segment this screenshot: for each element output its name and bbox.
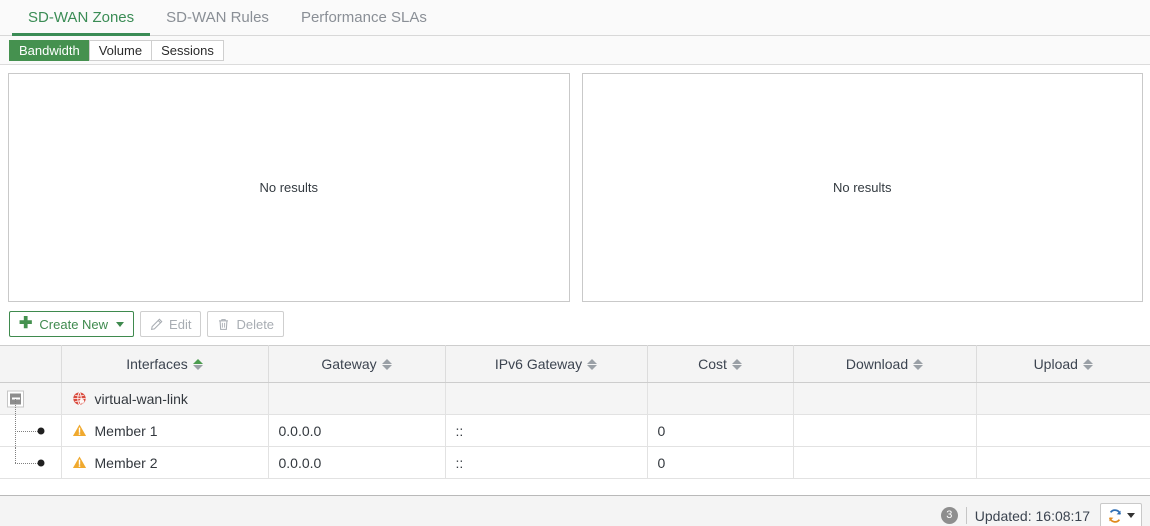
chevron-down-icon xyxy=(116,321,125,327)
tab-label: SD-WAN Zones xyxy=(28,9,135,26)
no-results-text: No results xyxy=(832,180,892,195)
tab-performance-slas[interactable]: Performance SLAs xyxy=(285,0,443,35)
column-header-download[interactable]: Download xyxy=(793,345,977,383)
cell-download xyxy=(793,446,977,479)
plus-icon: ✚ xyxy=(19,315,33,332)
sort-arrows-icon[interactable] xyxy=(192,358,203,370)
tree-node-dot-icon xyxy=(37,427,45,434)
globe-red-icon xyxy=(72,391,87,406)
subtab-bandwidth[interactable]: Bandwidth xyxy=(9,39,89,61)
sort-arrows-icon[interactable] xyxy=(731,358,742,370)
tree-line xyxy=(15,430,42,432)
table-row[interactable]: Member 1 0.0.0.0 :: 0 xyxy=(0,414,1150,447)
pencil-icon xyxy=(150,318,163,331)
column-label: Gateway xyxy=(321,356,377,372)
subtab-sessions[interactable]: Sessions xyxy=(151,39,224,61)
interface-name: Member 1 xyxy=(94,422,158,439)
interface-name: Member 2 xyxy=(94,454,158,471)
cell-upload xyxy=(976,414,1150,447)
cell-ipv6-gateway: :: xyxy=(445,414,648,447)
main-tab-bar: SD-WAN Zones SD-WAN Rules Performance SL… xyxy=(0,0,1150,36)
tree-expander-cell[interactable] xyxy=(0,382,62,415)
cell-download xyxy=(793,414,977,447)
interfaces-table: Interfaces Gateway IPv6 Gateway xyxy=(0,345,1150,479)
create-new-button[interactable]: ✚ Create New xyxy=(9,311,135,337)
updated-timestamp: Updated: 16:08:17 xyxy=(974,507,1090,524)
subtab-label: Volume xyxy=(98,42,143,58)
cell-cost: 0 xyxy=(647,414,794,447)
create-new-label: Create New xyxy=(39,316,109,332)
status-bar: 3 Updated: 16:08:17 xyxy=(0,496,1150,526)
tree-line xyxy=(15,415,16,446)
tab-sd-wan-zones[interactable]: SD-WAN Zones xyxy=(12,0,151,36)
column-header-ipv6-gateway[interactable]: IPv6 Gateway xyxy=(445,345,648,383)
tab-label: SD-WAN Rules xyxy=(166,9,269,26)
column-header-gateway[interactable]: Gateway xyxy=(268,345,446,383)
cell-cost xyxy=(647,382,794,415)
divider xyxy=(965,507,967,524)
cell-gateway: 0.0.0.0 xyxy=(268,446,446,479)
column-header-cost[interactable]: Cost xyxy=(647,345,794,383)
cell-download xyxy=(793,382,977,415)
no-results-text: No results xyxy=(259,180,319,195)
tab-sd-wan-rules[interactable]: SD-WAN Rules xyxy=(150,0,285,35)
cell-ipv6-gateway xyxy=(445,382,648,415)
cell-ipv6-gateway: :: xyxy=(445,446,648,479)
tree-line xyxy=(15,447,16,463)
chart-panels: No results No results xyxy=(0,65,1150,302)
sort-arrows-icon[interactable] xyxy=(587,358,598,370)
status-badge: 3 xyxy=(940,507,958,524)
cell-cost: 0 xyxy=(647,446,794,479)
bandwidth-chart-panel-left: No results xyxy=(8,73,570,302)
interfaces-table-container: Interfaces Gateway IPv6 Gateway xyxy=(0,345,1150,479)
edit-label: Edit xyxy=(169,316,192,332)
subtab-label: Bandwidth xyxy=(19,42,80,58)
tree-node-dot-icon xyxy=(37,459,45,466)
sort-arrows-icon[interactable] xyxy=(913,358,924,370)
interface-name: virtual-wan-link xyxy=(94,390,188,407)
delete-label: Delete xyxy=(236,316,275,332)
sub-tab-bar: Bandwidth Volume Sessions xyxy=(0,36,1150,65)
table-header-row: Interfaces Gateway IPv6 Gateway xyxy=(0,345,1150,383)
table-toolbar: ✚ Create New Edit Delete xyxy=(0,302,1150,345)
cell-interfaces: virtual-wan-link xyxy=(61,382,269,415)
warning-triangle-icon xyxy=(72,455,87,470)
cell-interfaces: Member 1 xyxy=(61,414,269,447)
table-row[interactable]: virtual-wan-link xyxy=(0,382,1150,415)
column-header-tree xyxy=(0,345,62,383)
column-label: Upload xyxy=(1033,356,1078,372)
column-header-upload[interactable]: Upload xyxy=(976,345,1150,383)
table-filler-area xyxy=(0,479,1150,496)
column-header-interfaces[interactable]: Interfaces xyxy=(61,345,269,383)
tree-line xyxy=(15,462,42,464)
trash-icon xyxy=(217,318,230,331)
refresh-button[interactable] xyxy=(1100,502,1142,526)
table-row[interactable]: Member 2 0.0.0.0 :: 0 xyxy=(0,446,1150,479)
refresh-icon xyxy=(1107,508,1123,524)
column-label: Download xyxy=(845,356,909,372)
warning-triangle-icon xyxy=(72,423,87,438)
subtab-label: Sessions xyxy=(161,42,214,58)
sort-arrows-icon[interactable] xyxy=(1082,358,1093,370)
column-label: Cost xyxy=(698,356,727,372)
edit-button[interactable]: Edit xyxy=(140,311,202,337)
cell-gateway: 0.0.0.0 xyxy=(268,414,446,447)
bandwidth-chart-panel-right: No results xyxy=(581,73,1143,302)
tree-node-cell xyxy=(0,414,62,447)
tree-line xyxy=(15,398,16,414)
delete-button[interactable]: Delete xyxy=(207,311,285,337)
tree-node-cell xyxy=(0,446,62,479)
tab-label: Performance SLAs xyxy=(300,9,427,26)
subtab-volume[interactable]: Volume xyxy=(88,39,152,61)
cell-upload xyxy=(976,382,1150,415)
sort-arrows-icon[interactable] xyxy=(381,358,392,370)
column-label: Interfaces xyxy=(126,356,188,372)
chevron-down-icon[interactable] xyxy=(1127,513,1135,518)
cell-interfaces: Member 2 xyxy=(61,446,269,479)
column-label: IPv6 Gateway xyxy=(494,356,583,372)
cell-gateway xyxy=(268,382,446,415)
cell-upload xyxy=(976,446,1150,479)
